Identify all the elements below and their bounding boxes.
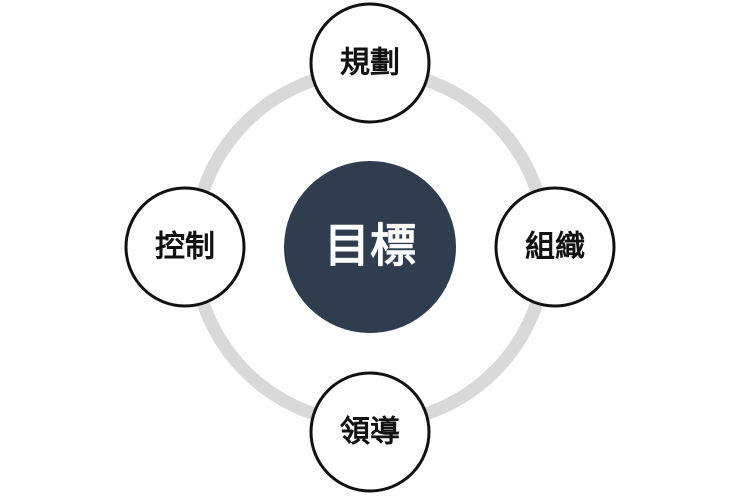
node-planning-label: 規劃 xyxy=(340,46,400,81)
node-leading: 領導 xyxy=(309,371,431,493)
node-organizing-circle xyxy=(494,186,616,308)
center-circle xyxy=(284,161,456,333)
center-label: 目標 xyxy=(324,219,416,273)
node-controlling: 控制 xyxy=(124,186,246,308)
node-organizing-label: 組織 xyxy=(525,230,585,265)
node-controlling-circle xyxy=(124,186,246,308)
node-planning-circle xyxy=(309,2,431,124)
node-controlling-label: 控制 xyxy=(155,230,215,265)
node-leading-circle xyxy=(309,371,431,493)
node-leading-label: 領導 xyxy=(340,415,400,450)
node-organizing: 組織 xyxy=(494,186,616,308)
center-node: 目標 xyxy=(284,161,456,333)
node-planning: 規劃 xyxy=(309,2,431,124)
